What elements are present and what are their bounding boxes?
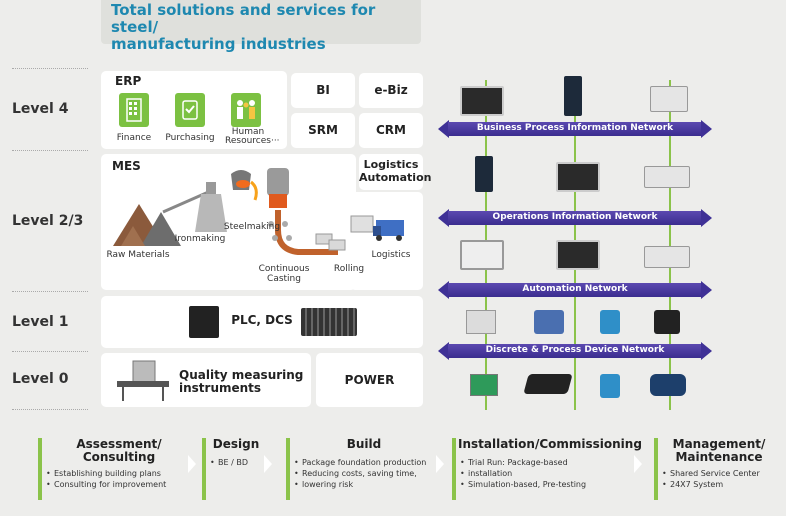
drive-module-icon — [600, 310, 620, 334]
network-operations-information: Operations Information Network — [438, 209, 712, 227]
phase-bar — [38, 438, 42, 500]
quality-instruments-box: Quality measuring instruments — [101, 353, 311, 407]
crm-box: CRM — [359, 113, 423, 148]
power-box: POWER — [316, 353, 423, 407]
bi-box: BI — [291, 73, 355, 108]
workstation-icon — [556, 162, 600, 192]
phase-assessment: Assessment/ Consulting Establishing buil… — [44, 438, 194, 491]
phase-bar — [452, 438, 456, 500]
chevron-right-icon — [436, 455, 444, 473]
divider — [12, 291, 88, 292]
dcs-rack-icon — [301, 308, 357, 336]
network-switch-icon — [523, 374, 573, 394]
drive-module-icon — [600, 374, 620, 398]
workstation-icon — [460, 86, 504, 116]
plc-dcs-box: PLC, DCS — [101, 296, 423, 348]
network-automation: Automation Network — [438, 281, 712, 299]
step-steelmaking: Steelmaking — [223, 222, 281, 232]
step-ironmaking: Ironmaking — [174, 234, 226, 244]
logistics-automation-box: Logistics Automation — [359, 154, 431, 190]
divider — [12, 68, 88, 69]
erp-header: ERP — [115, 74, 142, 88]
motor-icon — [650, 374, 686, 396]
mes-box-extension — [350, 192, 423, 290]
inspection-machine-icon — [117, 360, 169, 401]
erp-item-finance: Finance — [116, 133, 152, 143]
level-1-label: Level 1 — [12, 314, 69, 330]
level-4-label: Level 4 — [12, 101, 69, 117]
level-23-label: Level 2/3 — [12, 213, 84, 229]
phase-build: Build Package foundation production Redu… — [292, 438, 436, 491]
chevron-right-icon — [188, 455, 196, 473]
network-line — [669, 80, 671, 410]
step-logistics: Logistics — [371, 250, 411, 260]
step-continuous-casting: Continuous Casting — [258, 264, 310, 284]
phase-bar — [286, 438, 290, 500]
phase-management: Management/ Maintenance Shared Service C… — [660, 438, 778, 491]
divider — [12, 351, 88, 352]
chevron-right-icon — [264, 455, 272, 473]
plc-dcs-label: PLC, DCS — [231, 313, 293, 327]
server-tower-icon — [564, 76, 582, 116]
phase-design: Design BE / BD — [208, 438, 264, 469]
ebiz-box: e-Biz — [359, 73, 423, 108]
srm-box: SRM — [291, 113, 355, 148]
network-discrete-process-device: Discrete & Process Device Network — [438, 342, 712, 360]
controller-module-icon — [654, 310, 680, 334]
rack-server-icon — [650, 86, 688, 112]
steel-process-illustration — [113, 168, 404, 255]
quality-instruments-label: Quality measuring instruments — [179, 368, 304, 395]
laptop-icon — [460, 240, 504, 270]
erp-item-purchasing: Purchasing — [165, 133, 215, 143]
phase-installation: Installation/Commissioning Trial Run: Pa… — [458, 438, 642, 491]
plc-controller-icon — [189, 306, 219, 338]
circuit-board-icon — [470, 374, 498, 396]
rack-server-icon — [644, 166, 690, 188]
network-business-process: Business Process Information Network — [438, 120, 712, 138]
divider — [12, 150, 88, 151]
step-raw-materials: Raw Materials — [106, 250, 170, 260]
rack-server-icon — [644, 246, 690, 268]
page-title: Total solutions and services for steel/ … — [101, 0, 421, 53]
erp-item-human-resources: Human Resources··· — [225, 127, 280, 146]
phase-bar — [202, 438, 206, 500]
level-0-label: Level 0 — [12, 371, 69, 387]
mes-header: MES — [112, 159, 141, 173]
workstation-icon — [556, 240, 600, 270]
phase-bar — [654, 438, 658, 500]
finance-icon — [119, 93, 149, 127]
step-rolling: Rolling — [333, 264, 365, 274]
io-module-icon — [466, 310, 496, 334]
server-tower-icon — [475, 156, 493, 192]
purchasing-icon — [175, 93, 205, 127]
sensor-module-icon — [534, 310, 564, 334]
erp-box: ERP Finance Purchasing Human Resources··… — [101, 71, 287, 149]
divider — [12, 409, 88, 410]
human-resources-icon — [231, 93, 261, 127]
chevron-right-icon — [634, 455, 642, 473]
